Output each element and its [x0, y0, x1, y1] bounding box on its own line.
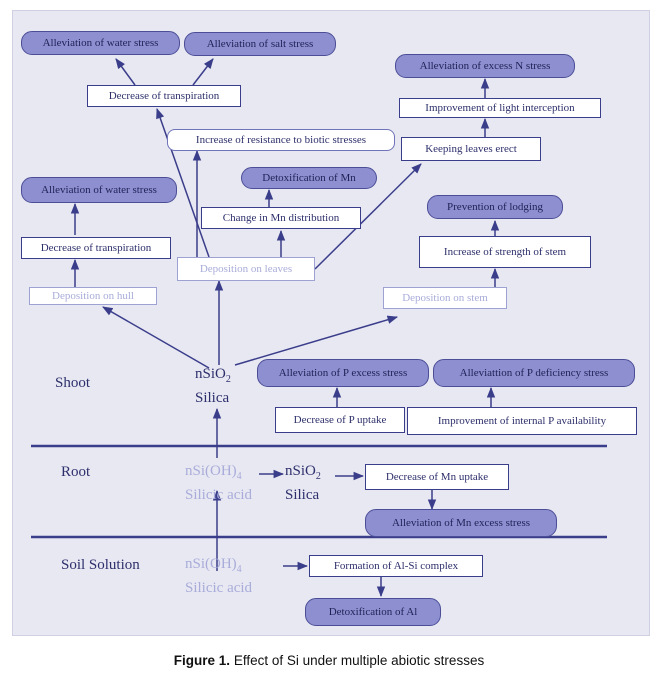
node-deposition-stem: Deposition on stem: [383, 287, 507, 309]
soil-silicic-acid: nSi(OH)4 Silicic acid: [185, 555, 252, 597]
node-decrease-transpiration-top: Decrease of transpiration: [87, 85, 241, 107]
diagram-panel: Shoot Root Soil Solution nSiO2 Silica nS…: [12, 10, 650, 636]
root-silica: nSiO2 Silica: [285, 462, 321, 504]
shoot-silica-name: Silica: [195, 390, 230, 406]
node-alleviation-mn-excess: Alleviation of Mn excess stress: [365, 509, 557, 537]
node-alleviation-p-deficiency: Alleviattion of P deficiency stress: [433, 359, 635, 387]
caption-label: Figure 1.: [173, 653, 231, 668]
arrow-silica-to-hull: [102, 306, 210, 369]
root-silica-formula: nSiO2: [285, 463, 321, 482]
zone-label-shoot: Shoot: [55, 375, 91, 391]
node-decrease-transpiration-mid: Decrease of transpiration: [21, 237, 171, 259]
arrow-silica-to-stem: [234, 315, 399, 366]
node-prevention-lodging: Prevention of lodging: [427, 195, 563, 219]
arrow-leaves-to-transpiration-top: [156, 108, 210, 258]
root-silica-name: Silica: [285, 487, 320, 503]
node-alleviation-water-mid: Alleviation of water stress: [21, 177, 177, 203]
connector-layer: [31, 58, 607, 598]
arrow-transpiration-top-to-water-top: [115, 58, 136, 86]
node-formation-al-si: Formation of Al-Si complex: [309, 555, 483, 577]
node-change-mn-distribution: Change in Mn distribution: [201, 207, 361, 229]
node-detox-mn: Detoxification of Mn: [241, 167, 377, 189]
node-keeping-leaves-erect: Keeping leaves erect: [401, 137, 541, 161]
root-acid-name: Silicic acid: [185, 487, 253, 503]
node-alleviation-water-top: Alleviation of water stress: [21, 31, 180, 55]
arrow-leaves-to-leaves-erect: [314, 163, 422, 270]
node-alleviation-excess-n: Alleviation of excess N stress: [395, 54, 575, 78]
arrow-transpiration-top-to-salt: [192, 58, 214, 86]
shoot-silica: nSiO2 Silica: [195, 365, 231, 407]
figure-caption: Figure 1. Effect of Si under multiple ab…: [0, 653, 658, 668]
soil-acid-name: Silicic acid: [185, 580, 253, 596]
node-improvement-internal-p: Improvement of internal P availability: [407, 407, 637, 435]
zone-label-root: Root: [61, 464, 91, 480]
node-decrease-mn-uptake: Decrease of Mn uptake: [365, 464, 509, 490]
node-deposition-hull: Deposition on hull: [29, 287, 157, 305]
node-alleviation-salt: Alleviation of salt stress: [184, 32, 336, 56]
zone-label-soil: Soil Solution: [61, 557, 140, 573]
node-decrease-p-uptake: Decrease of P uptake: [275, 407, 405, 433]
node-deposition-leaves: Deposition on leaves: [177, 257, 315, 281]
caption-text: Effect of Si under multiple abiotic stre…: [233, 653, 485, 668]
node-alleviation-p-excess: Alleviation of P excess stress: [257, 359, 429, 387]
node-increase-resistance-biotic: Increase of resistance to biotic stresse…: [167, 129, 395, 151]
root-acid-formula: nSi(OH)4: [185, 463, 242, 482]
node-detox-al: Detoxification of Al: [305, 598, 441, 626]
node-increase-strength-stem: Increase of strength of stem: [419, 236, 591, 268]
shoot-silica-formula: nSiO2: [195, 366, 231, 385]
node-improvement-light: Improvement of light interception: [399, 98, 601, 118]
soil-acid-formula: nSi(OH)4: [185, 556, 242, 575]
root-silicic-acid: nSi(OH)4 Silicic acid: [185, 462, 252, 504]
